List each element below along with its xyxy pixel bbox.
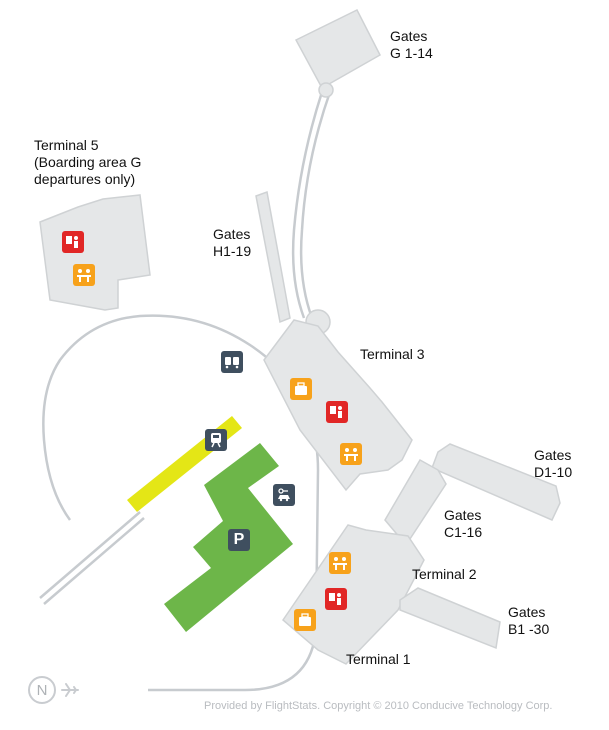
terminal-2-label: Terminal 2: [412, 566, 477, 582]
concourse-h: [255, 190, 291, 324]
concourse-g: [294, 9, 381, 90]
bus-icon[interactable]: [221, 351, 243, 373]
concourse-g-connector-2: [299, 91, 332, 319]
airplane-icon: [61, 683, 79, 697]
baggage-icon: [294, 609, 316, 631]
concourse-b: [399, 587, 501, 650]
security-checkpoint-icon: [326, 401, 348, 423]
car-rental-icon[interactable]: [273, 484, 295, 506]
restaurant-icon: [329, 552, 351, 574]
security-checkpoint-icon: [62, 231, 84, 253]
buildings: [39, 9, 561, 665]
baggage-icon: [290, 378, 312, 400]
security-checkpoint-icon: [325, 588, 347, 610]
parking-icon[interactable]: P: [228, 529, 250, 551]
footer-credit: Provided by FlightStats. Copyright © 201…: [204, 700, 553, 712]
concourse-c: [384, 458, 447, 547]
terminal-1-label: Terminal 1: [346, 651, 411, 667]
restaurant-icon: [340, 443, 362, 465]
rail-spur-road-2: [43, 517, 145, 605]
concourse-g-rotunda: [318, 82, 334, 98]
concourse-g-connector-1: [291, 91, 324, 319]
train-icon[interactable]: [205, 429, 227, 451]
rail-spur-road-1: [39, 511, 141, 599]
north-compass: N: [28, 676, 56, 704]
north-letter: N: [36, 681, 48, 699]
terminal-5: [39, 194, 151, 311]
terminal-1-2: [282, 524, 425, 665]
restaurant-icon: [73, 264, 95, 286]
terminal-3-label: Terminal 3: [360, 346, 425, 362]
